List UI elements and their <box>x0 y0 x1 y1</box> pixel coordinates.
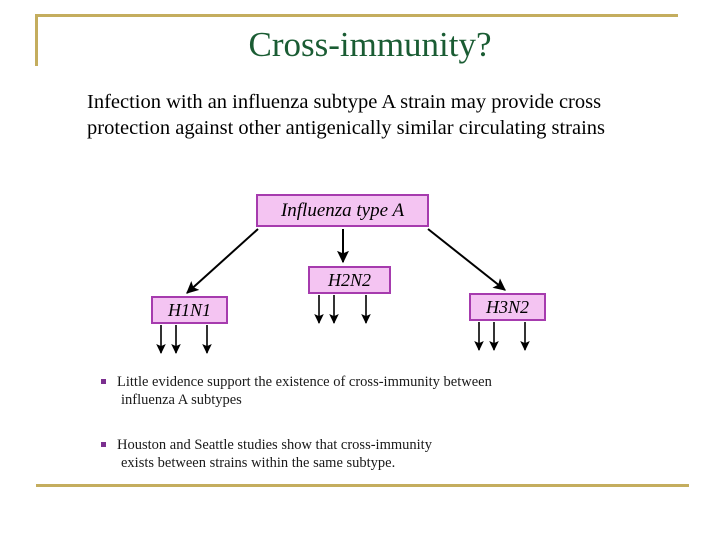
top-accent-rule <box>35 14 678 17</box>
list-item-line-2: exists between strains within the same s… <box>121 455 396 471</box>
list-item: Little evidence support the existence of… <box>101 373 631 409</box>
arrow-root-to-h3n2 <box>427 228 506 291</box>
node-h2n2: H2N2 <box>308 266 391 294</box>
bottom-accent-rule <box>36 484 689 487</box>
list-item-text: Houston and Seattle studies show that cr… <box>117 436 631 472</box>
left-accent-rule <box>35 14 38 66</box>
node-h3n2: H3N2 <box>469 293 546 321</box>
bullet-list: Little evidence support the existence of… <box>101 373 631 472</box>
node-h1n1: H1N1 <box>151 296 228 324</box>
list-item-line-1: Houston and Seattle studies show that cr… <box>117 437 432 453</box>
list-item-line-2: influenza A subtypes <box>121 392 242 408</box>
list-item: Houston and Seattle studies show that cr… <box>101 436 631 472</box>
bullet-square-icon <box>101 379 106 384</box>
node-influenza-type-a: Influenza type A <box>256 194 429 227</box>
arrow-root-to-h1n1 <box>186 228 259 294</box>
list-item-text: Little evidence support the existence of… <box>117 373 631 409</box>
list-item-line-1: Little evidence support the existence of… <box>117 374 492 390</box>
intro-paragraph: Infection with an influenza subtype A st… <box>87 91 606 139</box>
page-title: Cross-immunity? <box>248 25 492 64</box>
bullet-square-icon <box>101 442 106 447</box>
